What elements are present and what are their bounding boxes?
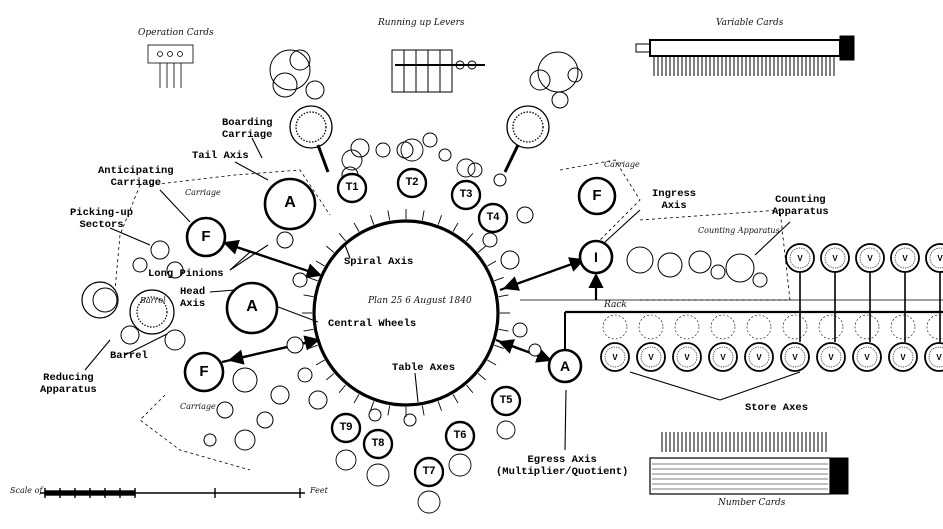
store-wheel-label: V	[832, 254, 838, 263]
table-axis-wheels	[330, 167, 522, 488]
store-wheel-label: V	[867, 254, 873, 263]
store-wheel-label: V	[936, 353, 942, 362]
running-up-levers-drawing	[391, 49, 485, 93]
letter-t3: T3	[459, 188, 473, 200]
label-ingress-axis: Ingress Axis	[652, 188, 697, 212]
title-number-cards: Number Cards	[718, 498, 786, 508]
store-wheel-label: V	[937, 254, 943, 263]
letter-a-lower: A	[246, 298, 258, 315]
wheel-t6	[444, 420, 476, 452]
wheel-a-egress	[547, 348, 583, 384]
store-wheel-label: V	[828, 353, 834, 362]
store-wheel-label: V	[756, 353, 762, 362]
number-cards-drawing	[649, 432, 849, 495]
store-wheel-label: V	[684, 353, 690, 362]
wheel-t2	[396, 167, 428, 199]
levers	[269, 49, 579, 173]
letter-a-egress: A	[559, 358, 571, 374]
central-wheel	[312, 219, 500, 407]
letter-f-lower-left: F	[199, 363, 209, 380]
label-picking-up-sectors: Picking-up Sectors	[70, 207, 134, 231]
variable-cards-drawing	[635, 35, 855, 76]
title-scale: Scale of	[10, 486, 43, 495]
letter-i-ingress: I	[594, 249, 598, 265]
leader-lines	[84, 137, 801, 451]
title-rack: Rack	[604, 300, 627, 310]
label-table-axes: Table Axes	[392, 362, 456, 374]
wheel-a-lower	[225, 281, 279, 335]
label-boarding-carriage: Boarding Carriage	[222, 117, 273, 141]
operation-cards-drawing	[147, 44, 194, 88]
title-feet: Feet	[310, 486, 328, 495]
mechanical-arrows	[214, 238, 604, 365]
store-wheel-label: V	[797, 254, 803, 263]
label-store-axes: Store Axes	[745, 402, 809, 414]
large-axis-wheels	[183, 176, 617, 393]
label-central-wheels: Central Wheels	[328, 318, 417, 330]
title-carriage-left: Carriage	[185, 188, 221, 197]
wheel-t4	[477, 202, 509, 234]
label-head-axis: Head Axis	[180, 286, 206, 310]
letter-a-upper: A	[284, 194, 296, 211]
label-egress-axis: Egress Axis (Multiplier/Quotient)	[496, 454, 629, 478]
store-wheel-label: V	[792, 353, 798, 362]
title-operation-cards: Operation Cards	[138, 28, 214, 38]
letter-f-right: F	[592, 187, 602, 204]
wheel-t3	[450, 179, 482, 211]
label-reducing-apparatus: Reducing Apparatus	[40, 372, 97, 396]
letter-f-upper-left: F	[201, 228, 211, 245]
frame-outlines	[114, 159, 791, 471]
wheel-t7	[413, 456, 445, 488]
store-wheel-label: V	[612, 353, 618, 362]
wheel-t1	[336, 172, 368, 204]
wheel-a-upper	[263, 177, 317, 231]
letter-t1: T1	[345, 181, 359, 193]
wheel-t9	[330, 412, 362, 444]
store-wheel	[924, 342, 943, 372]
counting-apparatus	[626, 246, 768, 288]
letter-t9: T9	[339, 421, 353, 433]
letter-t4: T4	[486, 211, 500, 223]
central-wheel-spokes	[302, 209, 510, 417]
label-anticipating-carriage: Anticipating Carriage	[98, 165, 174, 189]
rack-frame	[520, 299, 943, 372]
wheel-t5	[490, 385, 522, 417]
store-wheel-label: V	[648, 353, 654, 362]
store-axes-wheels: V V V V V V V V V V V V V V V	[600, 243, 943, 372]
letter-t7: T7	[422, 465, 436, 477]
label-counting-apparatus: Counting Apparatus	[772, 194, 829, 218]
store-wheel-label: V	[900, 353, 906, 362]
title-carriage-right: Carriage	[604, 160, 640, 169]
wheel-f-upper-left	[185, 216, 227, 258]
title-carriage-bottom: Carriage	[180, 402, 216, 411]
label-tail-axis: Tail Axis	[192, 150, 249, 162]
wheel-t8	[362, 428, 394, 460]
label-barrel: Barrel	[110, 350, 148, 362]
store-wheel-label: V	[720, 353, 726, 362]
letter-t5: T5	[499, 394, 513, 406]
store-wheel-label: V	[864, 353, 870, 362]
store-wheel-label: V	[902, 254, 908, 263]
title-running-up-levers: Running up Levers	[378, 18, 465, 28]
scale-bar	[40, 488, 305, 498]
letter-t2: T2	[405, 176, 419, 188]
wheel-f-lower-left	[183, 351, 225, 393]
title-variable-cards: Variable Cards	[716, 18, 784, 28]
wheel-f-right	[577, 176, 617, 216]
letter-t6: T6	[453, 429, 467, 441]
letter-t8: T8	[371, 437, 385, 449]
barrel-drawing	[81, 281, 175, 335]
title-counting-apparatus: Counting Apparatus	[698, 226, 780, 235]
plan-caption: Plan 25 6 August 1840	[368, 296, 472, 306]
wheel-i-ingress	[578, 239, 614, 275]
title-barrel: Barrel	[140, 296, 166, 305]
table-axis-stacks	[335, 138, 516, 514]
label-spiral-axis: Spiral Axis	[344, 256, 414, 268]
label-long-pinions: Long Pinions	[148, 268, 224, 280]
